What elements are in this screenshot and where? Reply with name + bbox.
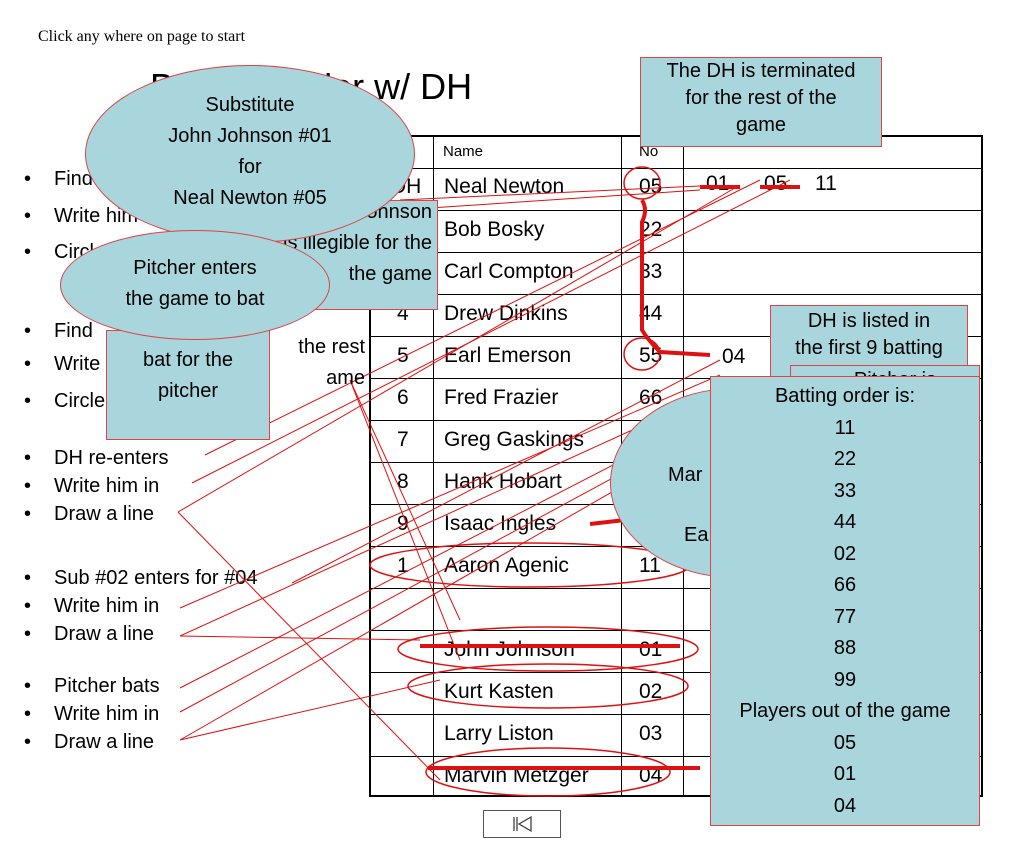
- player-number: 02: [639, 680, 663, 703]
- batting-order-entry: 22: [833, 448, 857, 470]
- dh-terminated-callout: [640, 57, 882, 147]
- start-hint: Click any where on page to start: [38, 28, 246, 45]
- player-name: Kurt Kasten: [444, 680, 554, 703]
- dh-terminated-text: The DH is terminated for the rest of the…: [666, 60, 856, 136]
- batting-order-entry: 44: [833, 511, 857, 533]
- instruction-item: •Write him in: [24, 595, 160, 617]
- rest-text: the rest ame: [298, 336, 365, 389]
- marked-text-2: Ea: [684, 524, 709, 546]
- pitcher-enters-callout: [60, 230, 330, 340]
- player-name: Greg Gaskings: [444, 428, 585, 451]
- players-out-title: Players out of the game: [739, 700, 951, 722]
- instruction-item: •Sub #02 enters for #04: [24, 567, 258, 589]
- batting-order-entry: 99: [833, 668, 857, 691]
- batting-order-entry: 66: [833, 574, 857, 596]
- pitcher-enters-text: Pitcher enters the game to bat: [125, 257, 265, 310]
- header-name: Name: [443, 143, 484, 160]
- instruction-item: •Draw a line: [24, 503, 155, 525]
- batting-order-title: Batting order is:: [774, 385, 916, 407]
- player-number: 33: [639, 260, 663, 283]
- player-name: Earl Emerson: [444, 344, 572, 367]
- batting-order-entry: 11: [834, 416, 856, 439]
- substitute-text: Substitute John Johnson #01 for Neal New…: [168, 94, 332, 209]
- batting-position: 5: [397, 344, 409, 367]
- batting-order-entry: 02: [833, 542, 857, 565]
- player-name: Marvin Metzger: [444, 764, 589, 787]
- batting-position: 1: [397, 554, 409, 577]
- player-number: 55: [639, 344, 663, 367]
- batting-order-entry: 77: [833, 605, 857, 628]
- player-name: Neal Newton: [444, 175, 565, 198]
- instruction-item: •Write him in: [24, 703, 160, 725]
- player-name: Carl Compton: [444, 260, 574, 283]
- sub-entry: 11: [815, 172, 837, 195]
- player-name: Bob Bosky: [444, 218, 545, 241]
- batting-position: 7: [397, 428, 409, 451]
- batting-position: 8: [397, 470, 409, 493]
- skip-to-start-icon: [513, 815, 532, 833]
- instruction-item: •Draw a line: [24, 731, 155, 753]
- instruction-item: •Circle: [24, 390, 106, 412]
- player-name: Isaac Ingles: [444, 512, 557, 535]
- player-number: 44: [639, 302, 663, 325]
- player-name: Fred Frazier: [444, 386, 559, 409]
- marked-text-1: Mar: [668, 464, 703, 486]
- bat-for-pitcher-callout: [106, 330, 270, 440]
- players-out-entry: 05: [833, 731, 857, 754]
- batting-order-callout: Batting order is: 11 22 33 44 02 66 77 88 99 Pla…: [710, 376, 980, 826]
- instruction-item: •Draw a line: [24, 623, 155, 645]
- player-name: Larry Liston: [444, 722, 554, 745]
- player-number: 04: [639, 764, 663, 787]
- player-number: 22: [639, 218, 663, 241]
- sub-entry: 01: [706, 172, 730, 195]
- dh-listed-text: DH is listed in the first 9 batting: [795, 310, 943, 359]
- instruction-item: •Write him in: [24, 475, 160, 497]
- player-name: John Johnson: [444, 638, 575, 661]
- instruction-item: •DH re-enters: [24, 447, 169, 469]
- sub-entry: 04: [722, 345, 746, 368]
- sub-entry: 05: [764, 172, 788, 195]
- player-name: Drew Dinkins: [444, 302, 568, 325]
- batting-position: 6: [397, 386, 409, 409]
- player-name: Aaron Agenic: [444, 554, 569, 577]
- batting-order-entry: 33: [833, 479, 857, 502]
- player-number: 05: [639, 175, 663, 198]
- header-no: No: [639, 143, 659, 160]
- instruction-item: •Find: [24, 320, 93, 342]
- first-slide-button[interactable]: [483, 810, 561, 838]
- substitute-callout: [85, 65, 415, 243]
- instruction-item: •Write: [24, 353, 101, 375]
- instruction-item: •Pitcher bats: [24, 675, 160, 697]
- player-name: Hank Hobart: [444, 470, 562, 493]
- players-out-entry: 01: [833, 763, 857, 785]
- player-number: 01: [639, 638, 663, 661]
- batting-position: 9: [397, 512, 409, 535]
- players-out-entry: 04: [833, 794, 857, 817]
- batting-order-entry: 88: [833, 637, 857, 659]
- bat-for-pitcher-text: bat for the pitcher: [142, 349, 234, 402]
- player-number: 03: [639, 722, 663, 745]
